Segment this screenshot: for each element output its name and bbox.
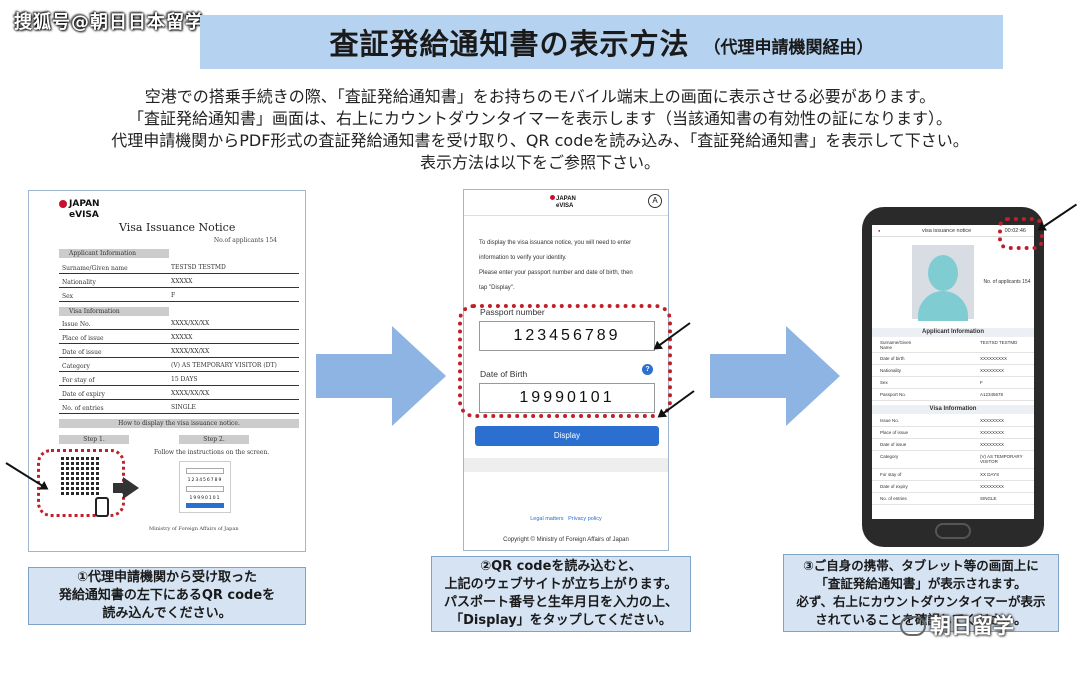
wechat-icon [900,616,926,636]
language-globe-icon[interactable]: A [648,194,662,208]
legal-link[interactable]: Legal matters [530,516,564,522]
flag-icon: ● [878,228,881,233]
mofa-footer: Ministry of Foreign Affairs of Japan [149,526,239,532]
watermark-bottom: 朝日留学 [900,610,1014,640]
notice-header: ● visa issuance notice 00:02:46 [872,225,1034,237]
instructions: To display the visa issuance notice, you… [479,240,633,291]
flow-arrow-icon [316,326,446,426]
section-applicant: Applicant Information [872,328,1034,337]
section-visa: Visa Information [59,307,169,316]
input-highlight-circle [458,304,672,418]
pointer-arrow-icon [1039,203,1078,230]
num-applicants: No.of applicants 154 [213,237,277,244]
caption-step-1: ①代理申請機関から受け取った発給通知書の左下にあるQR codeを読み込んでくだ… [28,567,306,625]
info-row: Passport No.A12345678 [872,390,1034,401]
arrow-right-icon [123,477,139,499]
info-row: Issue No.XXXXXXXX [872,416,1034,427]
dob-label: Date of Birth [480,369,528,379]
passport-label: Passport number [480,307,545,317]
copyright: Copyright © Ministry of Foreign Affairs … [503,537,629,543]
help-icon[interactable]: ? [642,364,653,375]
page-subtitle: （代理申請機関経由） [703,37,874,58]
red-dot-icon [550,195,555,200]
how-to-display: How to display the visa issuance notice. [59,419,299,428]
doc-row: Issue No.XXXX/XX/XX [59,317,299,330]
document-title: Visa Issuance Notice [119,221,236,234]
footer-links: Legal matters Privacy policy [464,516,668,522]
qr-code[interactable] [61,457,99,495]
home-button[interactable] [935,523,971,539]
page-title: 査証発給通知書の表示方法 [329,27,690,61]
countdown-timer: 00:02:46 [1004,228,1026,234]
qr-highlight-circle [37,449,125,517]
intro-text: 空港での搭乗手続きの際、「査証発給通知書」をお持ちのモバイル端末上の画面に表示さ… [0,86,1080,174]
intro-line: 「査証発給通知書」画面は、右上にカウントダウンタイマーを表示します（当該通知書の… [127,109,952,128]
phone-screen: ● visa issuance notice 00:02:46 No. of a… [872,225,1034,519]
date-of-birth-field[interactable]: 19990101 [479,383,655,413]
countdown-highlight-circle [998,217,1044,250]
visa-notice-document: JAPAN eVISA Visa Issuance Notice No.of a… [28,190,306,552]
flow-arrow-icon [710,326,840,426]
watermark-top: 搜狐号@朝日日本留学 [14,12,204,33]
info-row: Category(V) AS TEMPORARY VISITOR [872,452,1034,469]
phone-mockup: ● visa issuance notice 00:02:46 No. of a… [862,207,1044,547]
step-1-label: Step 1. [59,435,129,444]
phone-scan-icon [95,497,109,517]
mini-screen-preview: 123456789 19990101 [179,461,231,513]
intro-line: 代理申請機関からPDF形式の査証発給通知書を受け取り、QR codeを読み込み、… [111,131,969,150]
privacy-link[interactable]: Privacy policy [568,516,602,522]
japan-evisa-logo: JAPAN eVISA [59,199,100,221]
section-applicant: Applicant Information [59,249,169,258]
red-dot-icon [59,199,67,208]
caption-step-2: ②QR codeを読み込むと、上記のウェブサイトが立ち上がります。パスポート番号… [431,556,691,632]
section-visa: Visa Information [872,405,1034,414]
step-2-label: Step 2. [179,435,249,444]
passport-number-field[interactable]: 123456789 [479,321,655,351]
applicant-photo [912,245,974,321]
display-button[interactable]: Display [475,426,659,446]
intro-line: 表示方法は以下をご参照下さい。 [419,153,660,172]
notice-title: visa issuance notice [922,228,972,234]
arrow-icon [113,483,125,493]
intro-line: 空港での搭乗手続きの際、「査証発給通知書」をお持ちのモバイル端末上の画面に表示さ… [144,87,936,106]
step-text: Follow the instructions on the screen. [154,449,270,456]
title-banner: 査証発給通知書の表示方法 （代理申請機関経由） [200,15,1003,69]
divider [464,458,668,472]
doc-row: Category(V) AS TEMPORARY VISITOR (DT) [59,359,299,372]
num-applicants: No. of applicants 154 [983,279,1031,285]
